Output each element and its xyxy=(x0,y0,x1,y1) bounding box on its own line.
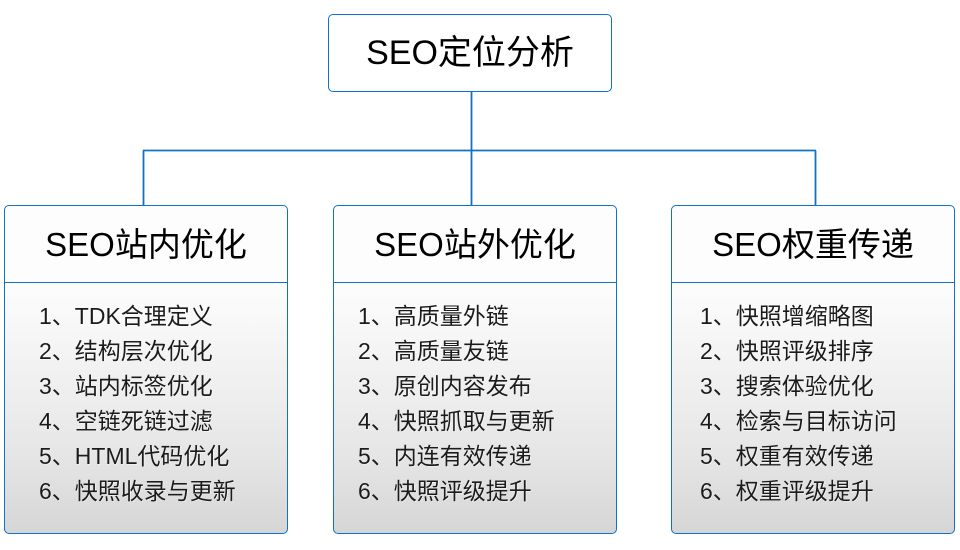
list-item: 6、快照评级提升 xyxy=(358,478,532,504)
root-node-label: SEO定位分析 xyxy=(366,34,574,72)
root-node[interactable]: SEO定位分析 xyxy=(328,14,612,92)
branch-body-weight-transfer: 1、快照增缩略图 2、快照评级排序 3、搜索体验优化 4、检索与目标访问 5、权… xyxy=(671,283,955,534)
branch-header-on-site[interactable]: SEO站内优化 xyxy=(4,205,288,283)
list-item: 5、HTML代码优化 xyxy=(39,443,230,469)
branch-on-site[interactable]: SEO站内优化 1、TDK合理定义 2、结构层次优化 3、站内标签优化 4、空链… xyxy=(4,205,288,534)
branch-off-site[interactable]: SEO站外优化 1、高质量外链 2、高质量友链 3、原创内容发布 4、快照抓取与… xyxy=(333,205,617,534)
list-item: 3、站内标签优化 xyxy=(39,373,213,399)
list-item: 3、搜索体验优化 xyxy=(700,373,874,399)
branch-header-weight-transfer[interactable]: SEO权重传递 xyxy=(671,205,955,283)
branch-title-on-site: SEO站内优化 xyxy=(45,225,247,263)
list-item: 4、快照抓取与更新 xyxy=(358,408,555,434)
list-item: 1、TDK合理定义 xyxy=(39,303,213,329)
list-item: 2、结构层次优化 xyxy=(39,338,213,364)
list-item: 5、内连有效传递 xyxy=(358,443,532,469)
list-item: 4、检索与目标访问 xyxy=(700,408,897,434)
list-item: 2、快照评级排序 xyxy=(700,338,874,364)
list-item: 2、高质量友链 xyxy=(358,338,509,364)
branch-body-on-site: 1、TDK合理定义 2、结构层次优化 3、站内标签优化 4、空链死链过滤 5、H… xyxy=(4,283,288,534)
branch-weight-transfer[interactable]: SEO权重传递 1、快照增缩略图 2、快照评级排序 3、搜索体验优化 4、检索与… xyxy=(671,205,955,534)
list-item: 6、快照收录与更新 xyxy=(39,478,236,504)
list-item: 1、高质量外链 xyxy=(358,303,509,329)
branch-body-off-site: 1、高质量外链 2、高质量友链 3、原创内容发布 4、快照抓取与更新 5、内连有… xyxy=(333,283,617,534)
branch-header-off-site[interactable]: SEO站外优化 xyxy=(333,205,617,283)
branch-title-off-site: SEO站外优化 xyxy=(374,225,576,263)
list-item: 5、权重有效传递 xyxy=(700,443,874,469)
list-item: 4、空链死链过滤 xyxy=(39,408,213,434)
list-item: 3、原创内容发布 xyxy=(358,373,532,399)
list-item: 6、权重评级提升 xyxy=(700,478,874,504)
list-item: 1、快照增缩略图 xyxy=(700,303,874,329)
branch-title-weight-transfer: SEO权重传递 xyxy=(712,225,914,263)
